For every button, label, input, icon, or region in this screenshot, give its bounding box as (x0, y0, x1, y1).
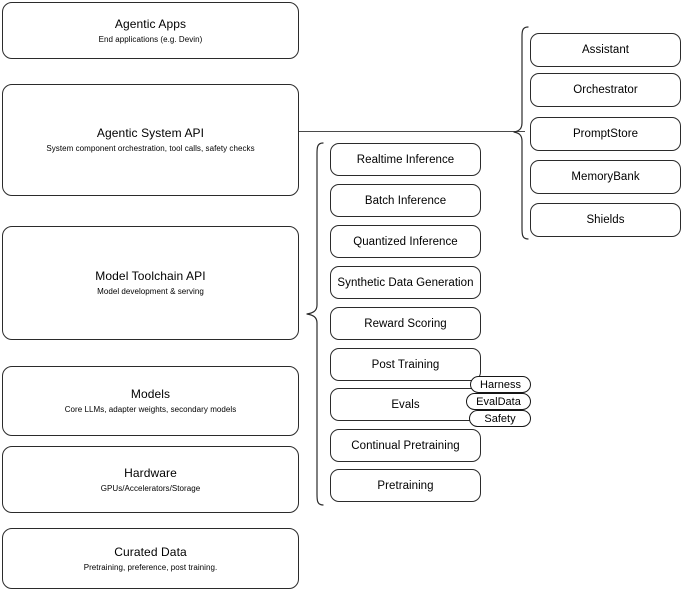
toolchain-item-label: Batch Inference (364, 194, 447, 207)
toolchain-item-label: Reward Scoring (364, 317, 447, 330)
eval-tag-safety[interactable]: Safety (469, 410, 531, 427)
layer-subtitle: Core LLMs, adapter weights, secondary mo… (64, 405, 237, 414)
stack-layer-model-toolchain-api[interactable]: Model Toolchain API Model development & … (2, 226, 299, 340)
agentic-component-orchestrator[interactable]: Orchestrator (530, 73, 681, 107)
stack-layer-models[interactable]: Models Core LLMs, adapter weights, secon… (2, 366, 299, 436)
toolchain-item-label: Post Training (371, 358, 440, 371)
toolchain-item-label: Synthetic Data Generation (337, 276, 474, 289)
connector-line-agentic-system-api (299, 131, 525, 132)
stack-layer-agentic-apps[interactable]: Agentic Apps End applications (e.g. Devi… (2, 2, 299, 59)
toolchain-item-realtime-inference[interactable]: Realtime Inference (330, 143, 481, 176)
brace-agentic-components (513, 26, 529, 240)
layer-title: Models (130, 387, 171, 401)
layer-subtitle: System component orchestration, tool cal… (46, 144, 255, 153)
layer-title: Agentic System API (96, 126, 205, 140)
toolchain-item-pretraining[interactable]: Pretraining (330, 469, 481, 502)
eval-tag-label: EvalData (476, 395, 521, 408)
stack-layer-hardware[interactable]: Hardware GPUs/Accelerators/Storage (2, 446, 299, 513)
toolchain-item-evals[interactable]: Evals (330, 388, 481, 421)
toolchain-item-label: Realtime Inference (356, 153, 455, 166)
brace-model-toolchain (306, 142, 324, 506)
eval-tag-label: Safety (484, 412, 516, 425)
stack-layer-agentic-system-api[interactable]: Agentic System API System component orch… (2, 84, 299, 196)
toolchain-item-post-training[interactable]: Post Training (330, 348, 481, 381)
stack-layer-curated-data[interactable]: Curated Data Pretraining, preference, po… (2, 528, 299, 589)
agentic-component-promptstore[interactable]: PromptStore (530, 117, 681, 151)
agentic-component-shields[interactable]: Shields (530, 203, 681, 237)
toolchain-item-label: Quantized Inference (353, 235, 458, 248)
toolchain-item-label: Evals (391, 398, 420, 411)
layer-title: Agentic Apps (114, 16, 187, 31)
toolchain-item-label: Pretraining (377, 479, 434, 492)
agentic-component-label: Orchestrator (573, 84, 638, 96)
layer-subtitle: Model development & serving (97, 287, 204, 296)
eval-tag-label: Harness (480, 378, 521, 391)
layer-subtitle: GPUs/Accelerators/Storage (100, 483, 201, 493)
toolchain-item-reward-scoring[interactable]: Reward Scoring (330, 307, 481, 340)
layer-title: Hardware (124, 465, 177, 480)
layer-title: Model Toolchain API (95, 269, 206, 283)
toolchain-item-quantized-inference[interactable]: Quantized Inference (330, 225, 481, 258)
eval-tag-evaldata[interactable]: EvalData (466, 393, 531, 410)
eval-tag-harness[interactable]: Harness (470, 376, 531, 393)
toolchain-item-batch-inference[interactable]: Batch Inference (330, 184, 481, 217)
toolchain-item-label: Continual Pretraining (351, 439, 460, 452)
layer-subtitle: End applications (e.g. Devin) (98, 34, 203, 44)
toolchain-item-continual-pretraining[interactable]: Continual Pretraining (330, 429, 481, 462)
agentic-component-assistant[interactable]: Assistant (530, 33, 681, 67)
agentic-component-label: PromptStore (572, 128, 639, 140)
layer-subtitle: Pretraining, preference, post training. (83, 562, 218, 572)
agentic-component-label: MemoryBank (571, 171, 640, 183)
toolchain-item-synthetic-data-generation[interactable]: Synthetic Data Generation (330, 266, 481, 299)
layer-title: Curated Data (114, 544, 187, 559)
agentic-component-label: Assistant (581, 44, 630, 56)
agentic-component-label: Shields (586, 214, 625, 226)
agentic-component-memorybank[interactable]: MemoryBank (530, 160, 681, 194)
